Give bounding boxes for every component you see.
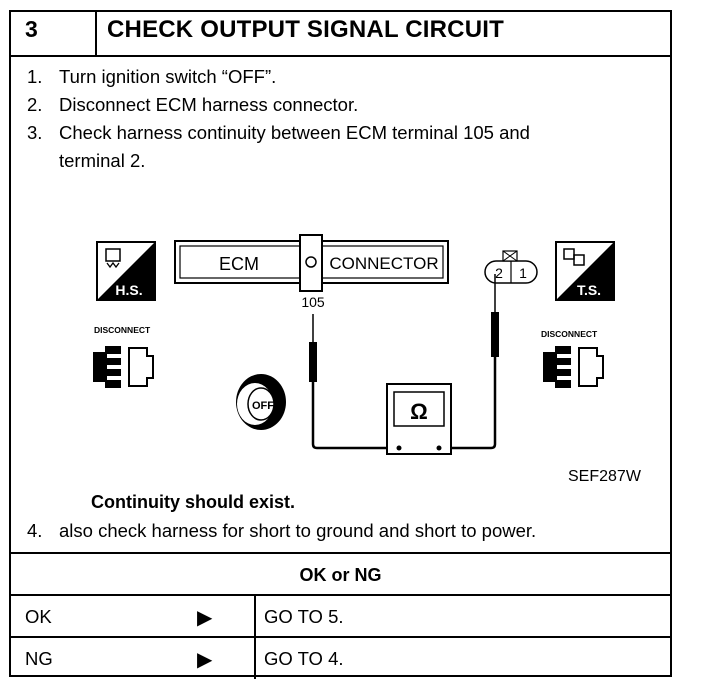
result-header: OK or NG xyxy=(299,565,382,585)
result-column-divider xyxy=(254,594,256,679)
instruction-3-text: Check harness continuity between ECM ter… xyxy=(59,122,530,143)
instruction-2-num: 2. xyxy=(27,94,43,115)
header-rule xyxy=(11,55,670,57)
result-ok-arrow-icon: ▶ xyxy=(197,607,213,629)
ohmmeter: Ω xyxy=(386,383,452,455)
ts-label: T.S. xyxy=(577,282,601,298)
disconnect-left-icon xyxy=(93,346,154,388)
instruction-1-text: Turn ignition switch “OFF”. xyxy=(59,66,277,87)
step-table: 3 CHECK OUTPUT SIGNAL CIRCUIT 1. Turn ign… xyxy=(9,10,672,679)
figure-code: SEF287W xyxy=(568,468,641,485)
result-ng-action[interactable]: GO TO 4. xyxy=(264,648,344,669)
ecm-connector: ECM CONNECTOR 105 xyxy=(174,234,449,310)
result-header-rule xyxy=(11,594,670,596)
terminal-105-label: 105 xyxy=(301,294,325,310)
key-off-label: OFF xyxy=(252,400,274,412)
instruction-3-cont-text: terminal 2. xyxy=(59,150,146,171)
connector-label: CONNECTOR xyxy=(329,254,438,273)
result-row-rule xyxy=(11,636,670,638)
instruction-3-cont: terminal 2. xyxy=(27,150,145,172)
terminal-2-label: 2 xyxy=(495,265,503,281)
result-ok-action[interactable]: GO TO 5. xyxy=(264,606,344,627)
hs-badge: H.S. xyxy=(96,241,156,301)
result-top-rule xyxy=(11,552,670,554)
test-leads xyxy=(309,274,499,450)
result-ng-arrow-icon: ▶ xyxy=(197,649,213,671)
disconnect-right-icon xyxy=(543,346,604,388)
instruction-4-text: also check harness for short to ground a… xyxy=(59,520,537,541)
instruction-3-num: 3. xyxy=(27,122,43,143)
sensor-connector: 2 1 xyxy=(484,250,538,284)
ecm-label: ECM xyxy=(219,254,259,274)
header-divider xyxy=(95,12,97,57)
ohm-symbol: Ω xyxy=(410,399,428,424)
step-title: CHECK OUTPUT SIGNAL CIRCUIT xyxy=(107,16,504,43)
step-number: 3 xyxy=(25,16,38,42)
terminal-1-label: 1 xyxy=(519,265,527,281)
instruction-4-num: 4. xyxy=(27,520,43,541)
instruction-3: 3. Check harness continuity between ECM t… xyxy=(27,122,530,144)
instruction-2: 2. Disconnect ECM harness connector. xyxy=(27,94,358,116)
instruction-2-text: Disconnect ECM harness connector. xyxy=(59,94,359,115)
hs-label: H.S. xyxy=(115,282,142,298)
disconnect-left-label: DISCONNECT xyxy=(94,325,151,335)
result-ng-label: NG xyxy=(25,648,53,669)
instruction-4: 4. also check harness for short to ground… xyxy=(27,520,536,542)
instruction-1-num: 1. xyxy=(27,66,43,87)
ignition-key-icon: OFF xyxy=(236,374,286,430)
result-ok-label: OK xyxy=(25,606,52,627)
instruction-1: 1. Turn ignition switch “OFF”. xyxy=(27,66,276,88)
continuity-diagram: H.S. T.S. ECM CONNECTOR 105 xyxy=(93,234,615,455)
ts-badge: T.S. xyxy=(555,241,615,301)
continuity-condition: Continuity should exist. xyxy=(91,492,296,512)
disconnect-right-label: DISCONNECT xyxy=(541,329,598,339)
